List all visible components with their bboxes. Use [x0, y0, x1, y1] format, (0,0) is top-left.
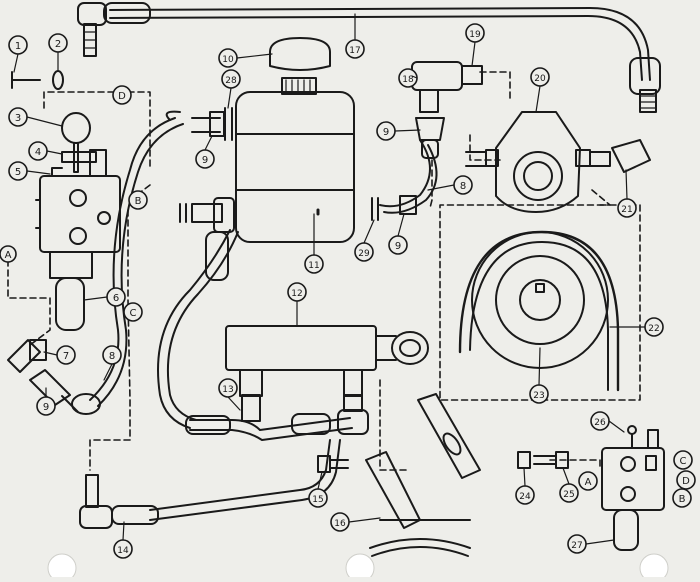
- fitting-7: [7, 339, 47, 373]
- callout-label-4: 4: [35, 147, 41, 158]
- bolt-15: [317, 455, 349, 473]
- binder-hole-right: [639, 553, 669, 582]
- callout-label-9b: 9: [202, 155, 208, 166]
- letter-label-C2: C: [680, 456, 687, 467]
- callout-label-2: 2: [55, 39, 61, 50]
- letter-label-D2: D: [682, 476, 690, 487]
- control-valve-right: [601, 425, 665, 551]
- letter-circle-A1: [0, 245, 17, 263]
- cooler-12: [225, 325, 429, 397]
- callout-leaders: [13, 13, 646, 545]
- callout-label-9d: 9: [383, 127, 389, 138]
- connection-lines: [7, 71, 641, 471]
- callout-label-23: 23: [533, 391, 544, 401]
- callout-label-12: 12: [291, 289, 302, 299]
- callout-label-8b: 8: [460, 181, 466, 192]
- bracket-16: [365, 393, 481, 557]
- callout-label-8a: 8: [109, 351, 115, 362]
- callout-labels: 1 2 3 4 5 6 7 8 9 10 11 12 13 14 15 16 1…: [5, 30, 691, 556]
- binder-hole-left: [47, 553, 77, 582]
- letter-label-C1: C: [130, 308, 137, 319]
- control-valve-left: [35, 112, 121, 331]
- callout-label-9c: 9: [395, 241, 401, 252]
- callout-label-10: 10: [222, 55, 234, 65]
- pump-20: [465, 111, 651, 213]
- callout-label-3: 3: [15, 113, 21, 124]
- callout-label-11: 11: [308, 261, 319, 271]
- fitting-18: [411, 61, 483, 113]
- callout-label-26: 26: [594, 418, 606, 428]
- letter-circle-D2: [676, 470, 696, 490]
- callout-label-1: 1: [15, 41, 21, 52]
- callout-label-17: 17: [349, 46, 360, 56]
- callout-label-29: 29: [358, 249, 370, 259]
- callout-label-24: 24: [519, 492, 531, 502]
- letter-label-A1: A: [5, 250, 12, 261]
- hose-14: [79, 439, 341, 529]
- tube-17: [77, 2, 661, 113]
- letter-label-B1: B: [135, 196, 142, 207]
- callout-label-14: 14: [117, 546, 129, 556]
- callout-label-20: 20: [534, 74, 546, 84]
- letter-label-A2: A: [585, 477, 592, 488]
- callout-label-9a: 9: [43, 402, 49, 413]
- bolt-25: [533, 451, 569, 469]
- callout-label-28: 28: [225, 76, 237, 86]
- nut-24: [517, 451, 531, 469]
- callout-label-19: 19: [469, 30, 481, 40]
- callout-label-7: 7: [63, 351, 69, 362]
- pin-1: [11, 71, 41, 89]
- callout-label-6: 6: [113, 293, 119, 304]
- letter-circle-A2: [578, 471, 598, 491]
- callout-label-13: 13: [222, 385, 233, 395]
- letter-circle-C1: [123, 302, 143, 322]
- letter-circle-B2: [672, 488, 692, 508]
- letter-circle-C2: [673, 450, 693, 470]
- letter-label-D1: D: [118, 91, 126, 102]
- elbow-fitting: [179, 197, 235, 233]
- callout-label-15: 15: [312, 495, 323, 505]
- callout-label-21: 21: [621, 205, 632, 215]
- reservoir-11: [235, 37, 355, 243]
- clip-2: [52, 70, 64, 90]
- callout-label-16: 16: [334, 519, 346, 529]
- hose-8: [71, 110, 438, 429]
- callout-label-25: 25: [563, 490, 574, 500]
- fitting-9: [29, 107, 445, 413]
- binder-holes: [47, 553, 669, 582]
- callout-label-18: 18: [402, 75, 414, 85]
- callout-label-27: 27: [571, 541, 582, 551]
- callout-label-22: 22: [648, 324, 659, 334]
- hose-13: [185, 394, 369, 441]
- callout-label-5: 5: [15, 167, 21, 178]
- letter-label-B2: B: [679, 494, 686, 505]
- letter-circle-D1: [112, 85, 132, 105]
- binder-hole-center: [345, 553, 375, 582]
- letter-circle-B1: [128, 190, 148, 210]
- callouts: [0, 23, 696, 559]
